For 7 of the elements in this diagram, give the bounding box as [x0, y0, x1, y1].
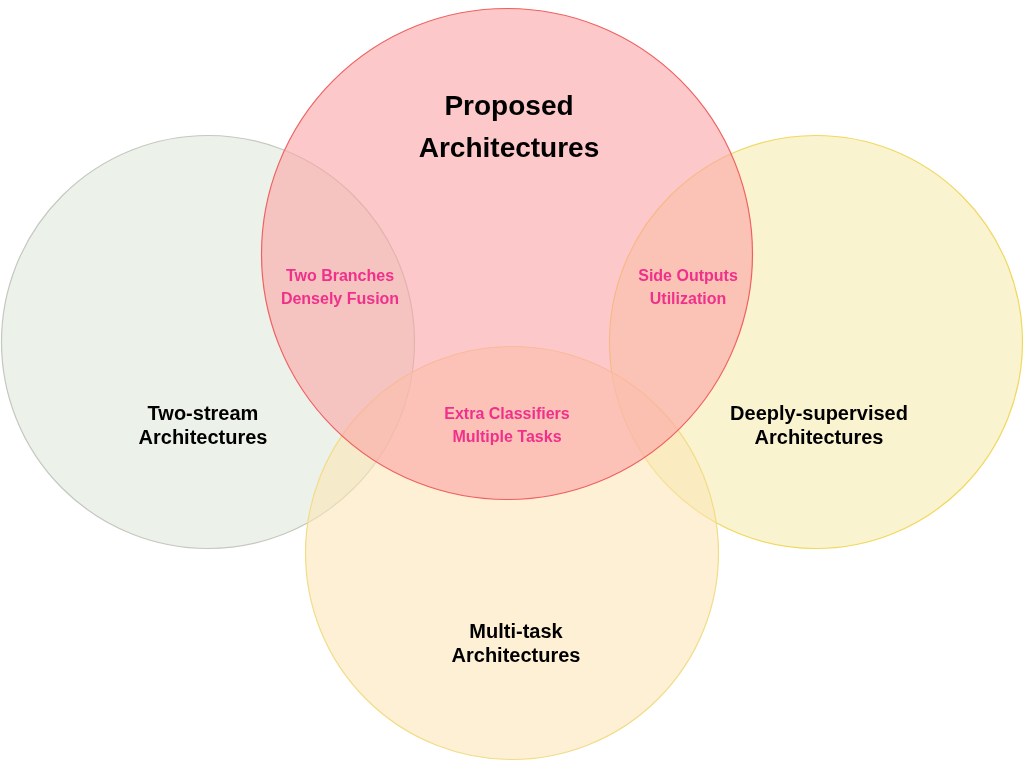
overlap-label: Side Outputs Utilization [637, 266, 739, 309]
set-title: Proposed Architectures [417, 89, 601, 165]
set-title: Multi-task Architectures [450, 619, 582, 667]
set-title: Two-stream Architectures [137, 401, 269, 449]
overlap-label: Extra Classifiers Multiple Tasks [443, 404, 571, 447]
set-title: Deeply-supervised Architectures [729, 401, 909, 449]
overlap-label: Two Branches Densely Fusion [279, 266, 401, 309]
